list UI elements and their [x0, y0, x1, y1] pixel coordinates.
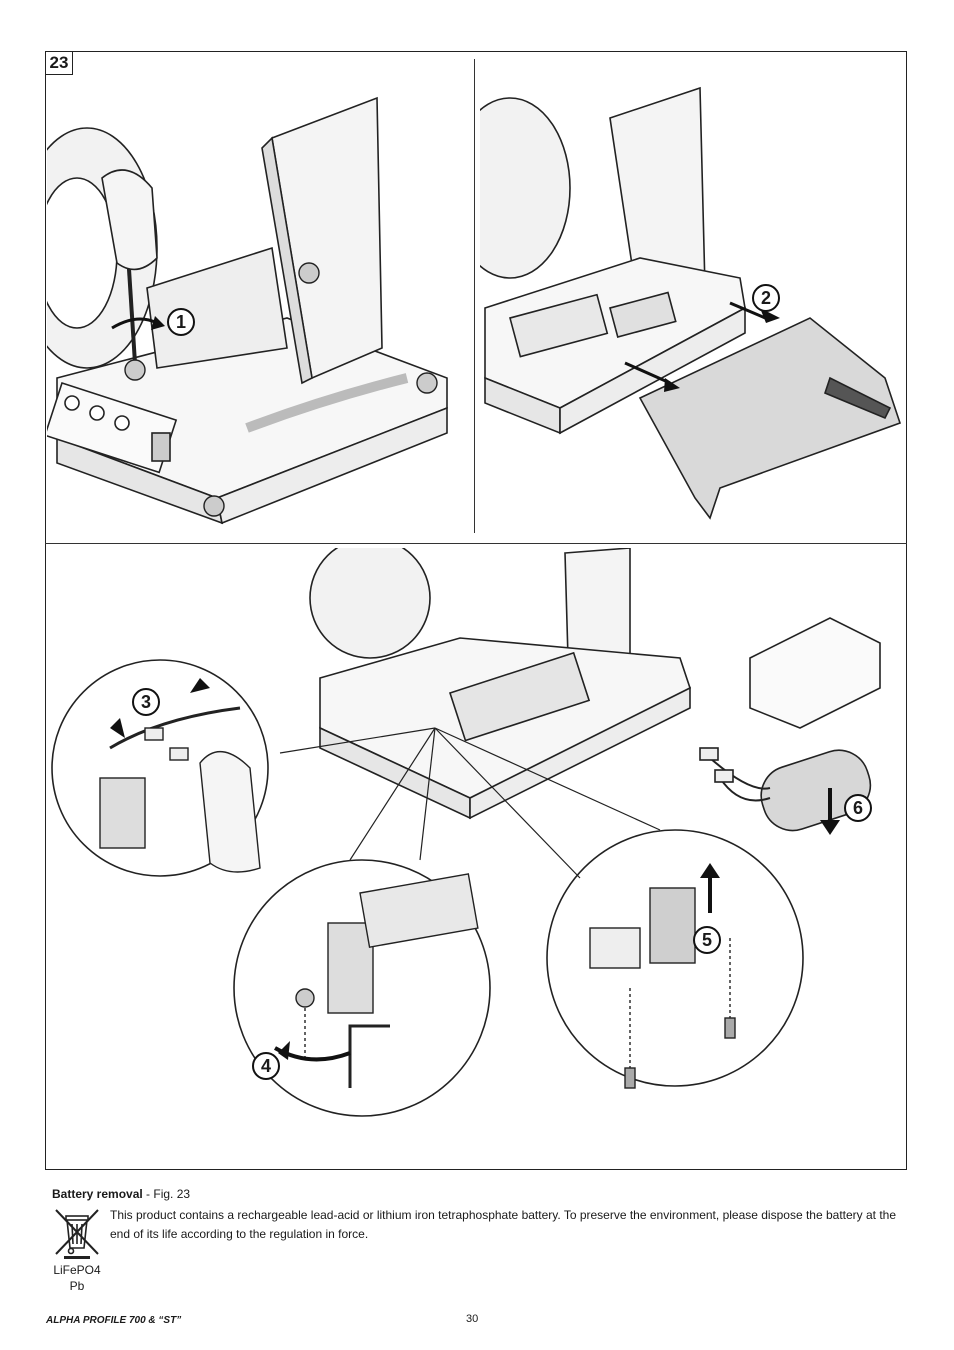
fixture-illustration-left [47, 96, 448, 525]
caption-title: Battery removal - Fig. 23 [52, 1187, 190, 1201]
step-6-badge: 6 [844, 794, 872, 822]
crossed-out-wheelie-bin-icon [55, 1209, 99, 1259]
step-4-badge: 4 [252, 1052, 280, 1080]
footer-product-title: ALPHA PROFILE 700 & “ST” [46, 1315, 182, 1326]
step-3-badge: 3 [132, 688, 160, 716]
panel-lift-cover [480, 78, 905, 533]
chem-lifepo4: LiFePO4 [53, 1263, 101, 1277]
step-5-badge: 5 [693, 926, 721, 954]
caption-figure-ref: - Fig. 23 [142, 1187, 191, 1201]
step-2-badge: 2 [752, 284, 780, 312]
chem-pb: Pb [69, 1279, 85, 1293]
figure-frame [45, 51, 907, 1170]
panel-remove-screws [47, 78, 467, 533]
battery-chemistry-labels: LiFePO4 Pb [52, 1262, 102, 1294]
fixture-illustration-right [480, 86, 902, 520]
battery-removal-illustration [51, 548, 881, 1117]
panel-divider-horizontal [45, 543, 907, 544]
caption-title-bold: Battery removal [52, 1187, 143, 1201]
figure-number: 23 [45, 51, 73, 75]
caption-body: This product contains a rechargeable lea… [110, 1208, 897, 1241]
panel-divider-vertical [474, 59, 475, 533]
panel-battery-detail [50, 548, 905, 1166]
step-1-badge: 1 [167, 308, 195, 336]
page-number: 30 [466, 1313, 479, 1325]
